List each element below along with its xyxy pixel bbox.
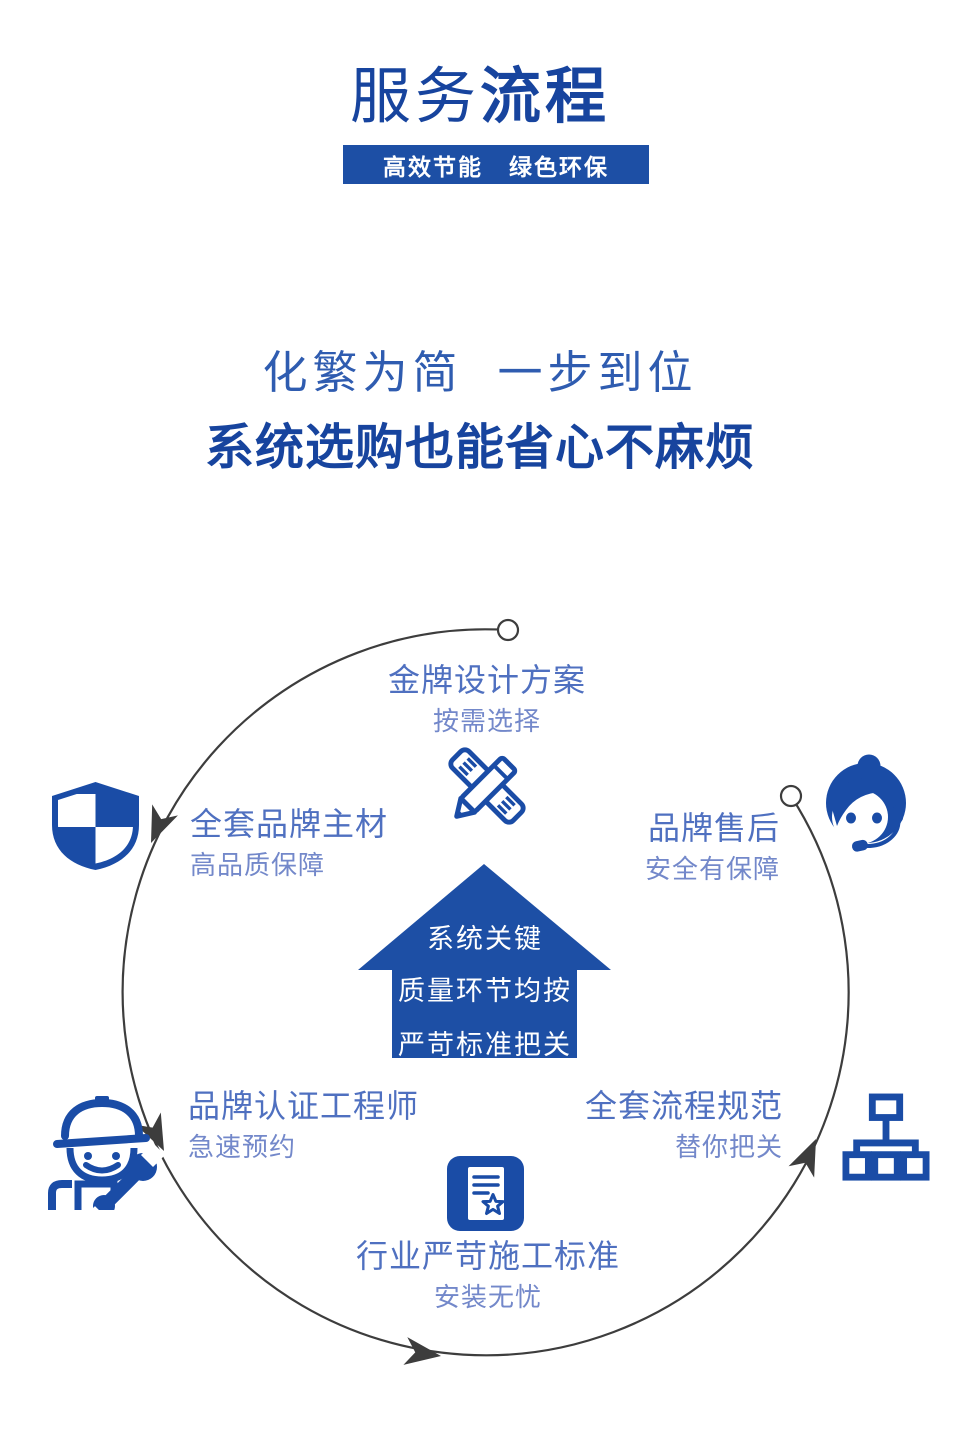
step-design: 金牌设计方案 按需选择 (287, 662, 687, 737)
step-engineer-title: 品牌认证工程师 (188, 1088, 420, 1124)
customer-service-icon (816, 753, 916, 862)
step-construction-subtitle: 安装无忧 (433, 1281, 542, 1312)
house-text-3: 严苛标准把关 (398, 1030, 572, 1060)
house-arrow-shape (358, 864, 611, 1058)
shield-icon (47, 780, 144, 877)
org-chart-icon (842, 1092, 930, 1193)
house-text-1: 系统关键 (427, 924, 543, 954)
step-aftersale-subtitle: 安全有保障 (644, 853, 780, 884)
step-materials-title: 全套品牌主材 (190, 806, 389, 842)
step-process-subtitle: 替你把关 (674, 1131, 783, 1162)
step-materials: 全套品牌主材 高品质保障 (190, 806, 388, 881)
page-title-bold: 流程 (480, 62, 611, 130)
step-process: 全套流程规范 替你把关 (523, 1088, 783, 1163)
step-construction-title: 行业严苛施工标准 (355, 1238, 620, 1274)
certificate-icon (447, 1156, 524, 1236)
cycle-arc (121, 618, 850, 1365)
slogan-left: 高效节能 (383, 153, 483, 180)
intro-line1: 化繁为简 一步到位 (262, 347, 698, 398)
step-design-subtitle: 按需选择 (432, 705, 541, 736)
worker-icon (44, 1096, 166, 1226)
step-design-title: 金牌设计方案 (387, 662, 586, 698)
house-text-2: 质量环节均按 (398, 976, 572, 1006)
step-aftersale: 品牌售后 安全有保障 (558, 810, 780, 885)
node-top (496, 618, 520, 642)
intro-line2: 系统选购也能省心不麻烦 (204, 421, 755, 475)
pencil-ruler-icon (446, 747, 528, 830)
step-process-title: 全套流程规范 (584, 1088, 783, 1124)
arrow-bottom-left (135, 1112, 164, 1151)
step-construction: 行业严苛施工标准 安装无忧 (268, 1238, 708, 1313)
slogan-right: 绿色环保 (509, 153, 609, 180)
step-aftersale-title: 品牌售后 (647, 810, 780, 846)
step-engineer: 品牌认证工程师 急速预约 (188, 1088, 419, 1163)
arrow-right (788, 1139, 816, 1178)
node-right (779, 784, 803, 808)
step-materials-subtitle: 高品质保障 (190, 849, 326, 880)
arrow-left (151, 804, 178, 843)
page-title: 服务流程 (0, 46, 960, 135)
page-title-light: 服务 (349, 62, 480, 130)
arrow-bottom (403, 1337, 441, 1365)
slogan-banner: 高效节能 绿色环保 (343, 145, 649, 184)
step-engineer-subtitle: 急速预约 (188, 1131, 297, 1162)
